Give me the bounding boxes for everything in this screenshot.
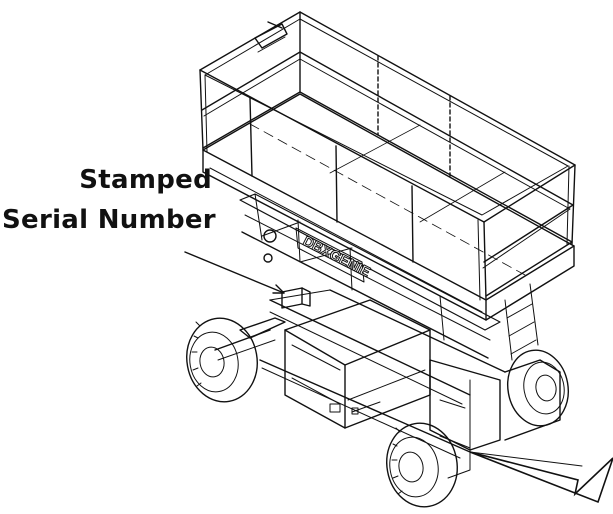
manufacturer-decal-text: DBXGENIE	[301, 232, 373, 279]
rear-right-wheel	[502, 345, 574, 430]
serial-number-leader-arrow	[185, 252, 284, 293]
front-left-wheel	[180, 313, 264, 408]
platform-deck	[203, 94, 574, 320]
platform-guardrails	[200, 12, 575, 300]
callout-line-serial-number: Serial Number	[2, 205, 216, 235]
callout-line-stamped: Stamped	[79, 165, 212, 195]
front-right-wheel	[380, 418, 470, 513]
direction-outline-arrow	[470, 452, 613, 502]
chassis	[215, 288, 560, 458]
serial-number-callout: Stamped Serial Number	[2, 160, 216, 240]
scissor-stack	[240, 194, 538, 360]
